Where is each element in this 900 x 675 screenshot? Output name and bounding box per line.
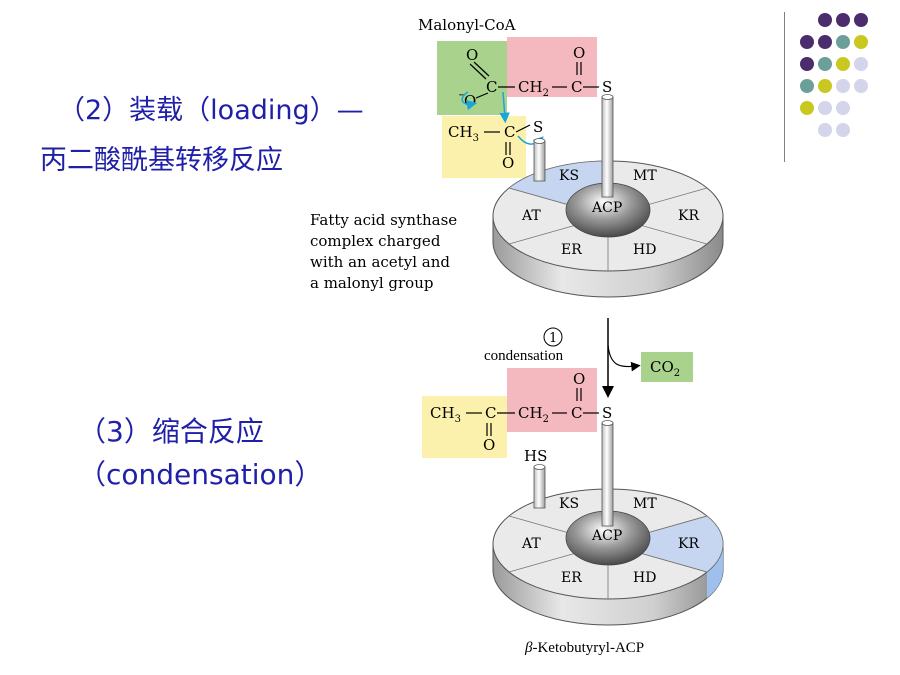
- fas-disc-top: KS MT KR HD ER AT ACP: [492, 94, 724, 298]
- top-caption-line-4: a malonyl group: [310, 274, 433, 292]
- acetyl-yellow-box: [442, 116, 526, 178]
- bottom-pink-box: [507, 368, 597, 432]
- top-s-1: S: [602, 78, 612, 96]
- bottom-acp-pillar: [601, 422, 614, 527]
- top-ch2: CH2: [518, 78, 549, 99]
- step-number: 1: [549, 331, 557, 346]
- top-caption-line-1: Fatty acid synthase: [310, 211, 457, 229]
- bottom-ks-pillar: [533, 466, 546, 509]
- bottom-seg-at: AT: [521, 536, 541, 552]
- condensation-title: （3）缩合反应: [78, 415, 264, 448]
- decor-dot: [818, 123, 832, 137]
- top-o-2: O: [573, 44, 585, 62]
- top-caption-line-2: complex charged: [310, 232, 441, 250]
- fas-disc-bottom: KS MT KR HD ER AT ACP: [492, 420, 724, 626]
- top-seg-at: AT: [521, 208, 541, 224]
- top-seg-ks: KS: [559, 168, 579, 184]
- decor-dot: [836, 57, 850, 71]
- bottom-seg-ks: KS: [559, 496, 579, 512]
- decor-dot: [800, 35, 814, 49]
- cyan-arrow-2: [461, 91, 478, 111]
- decor-dot: [854, 35, 868, 49]
- decor-dot: [818, 13, 832, 27]
- condensation-step: 1 condensation CO2: [484, 318, 693, 398]
- bottom-seg-mt: MT: [633, 496, 657, 512]
- top-acp: ACP: [591, 200, 622, 216]
- decor-dot: [818, 79, 832, 93]
- decor-dot: [818, 35, 832, 49]
- top-ch3: CH3: [448, 123, 479, 144]
- top-seg-kr: KR: [678, 208, 699, 224]
- bottom-seg-er: ER: [561, 570, 582, 586]
- co2-label: CO2: [650, 358, 680, 379]
- bottom-figure: CH3 C O CH2 C O S HS: [422, 368, 724, 656]
- decor-dot: [836, 13, 850, 27]
- bottom-yellow-box: [422, 396, 507, 458]
- top-seg-hd: HD: [633, 242, 656, 258]
- decor-dot: [854, 57, 868, 71]
- top-c-3: C: [504, 123, 515, 141]
- top-c-2: C: [571, 78, 582, 96]
- bottom-ch2: CH2: [518, 404, 549, 425]
- bottom-hs: HS: [524, 447, 547, 465]
- bottom-o-1: O: [483, 436, 495, 454]
- decor-dot-grid: [800, 13, 868, 137]
- top-seg-mt: MT: [633, 168, 657, 184]
- decor-dot: [800, 57, 814, 71]
- step-number-circle: [543, 327, 563, 347]
- decor-dot: [854, 13, 868, 27]
- decor-dot: [854, 79, 868, 93]
- condensation-subtitle: （condensation）: [78, 458, 323, 491]
- top-acp-pillar: [601, 96, 614, 198]
- co2-box: [641, 352, 693, 382]
- top-figure: Malonyl-CoA O C O − CH2 C O S CH3: [310, 16, 724, 298]
- top-seg-er: ER: [561, 242, 582, 258]
- top-caption-line-3: with an acetyl and: [310, 253, 450, 271]
- decor-dot: [818, 101, 832, 115]
- step-label: condensation: [484, 348, 564, 364]
- cyan-arrow-1: [499, 91, 510, 124]
- bottom-seg-kr: KR: [678, 536, 699, 552]
- loading-title: （2）装载（loading）—: [58, 95, 364, 126]
- bottom-s: S: [602, 404, 612, 422]
- svg-text:−: −: [458, 90, 466, 101]
- co2-release-arrow: [607, 344, 641, 372]
- decor-dot: [836, 79, 850, 93]
- top-ks-pillar: [533, 140, 546, 182]
- top-s-2: S: [533, 118, 543, 136]
- decor-dot: [836, 35, 850, 49]
- top-c-1: C: [486, 78, 497, 96]
- top-o-3: O: [502, 154, 514, 172]
- bottom-c-2: C: [571, 404, 582, 422]
- top-o-1: O: [466, 46, 478, 64]
- decor-dot: [836, 101, 850, 115]
- decor-dot: [818, 57, 832, 71]
- decor-divider: [784, 12, 785, 162]
- malonyl-coa-label: Malonyl-CoA: [418, 16, 516, 34]
- bottom-c-1: C: [485, 404, 496, 422]
- bottom-o-2: O: [573, 370, 585, 388]
- bottom-seg-hd: HD: [633, 570, 656, 586]
- decor-dot: [800, 79, 814, 93]
- decor-dot: [836, 123, 850, 137]
- decor-dot: [800, 101, 814, 115]
- bottom-caption: β-Ketobutyryl-ACP: [524, 640, 644, 656]
- loading-subtitle: 丙二酸酰基转移反应: [40, 145, 283, 176]
- bottom-ch3: CH3: [430, 404, 461, 425]
- bottom-acp: ACP: [591, 528, 622, 544]
